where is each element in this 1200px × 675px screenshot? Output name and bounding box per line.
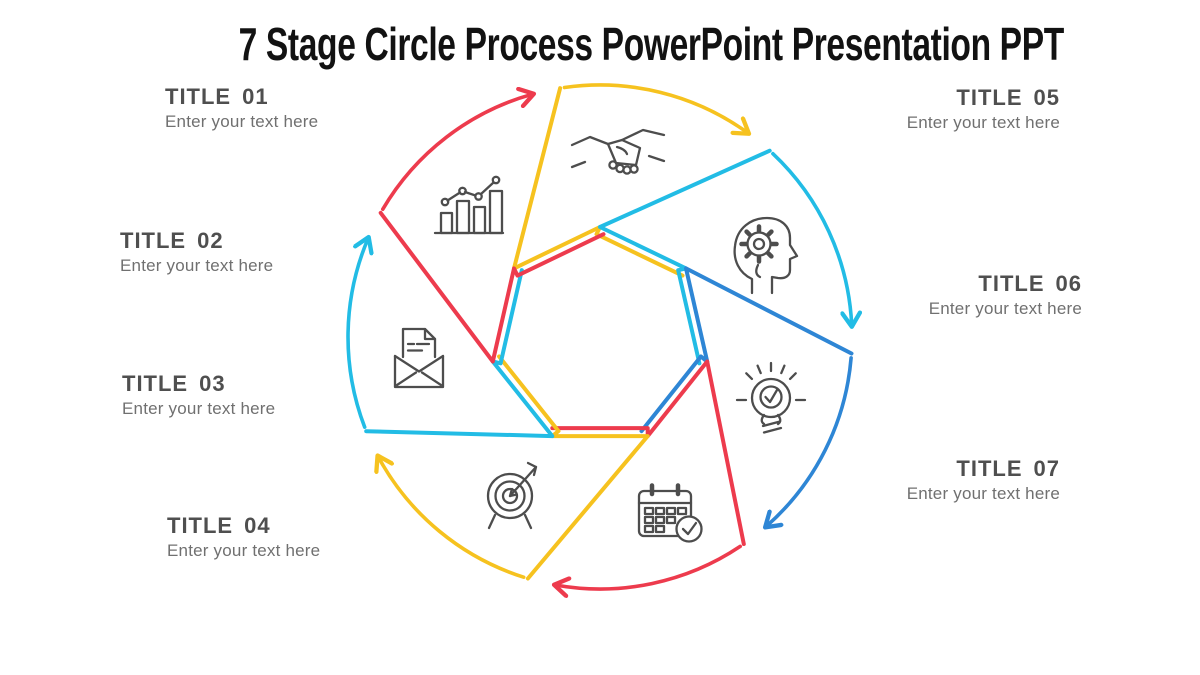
lightbulb-check-icon [735, 361, 807, 434]
arrow-bottom [556, 544, 742, 589]
handshake-icon [570, 128, 666, 175]
stage-placeholder: Enter your text here [906, 484, 1060, 504]
target-arrow-icon [486, 461, 538, 530]
calendar-check-icon [637, 483, 703, 543]
page-title-text: 7 Stage Circle Process PowerPoint Presen… [238, 18, 1065, 70]
stage-placeholder: Enter your text here [167, 541, 321, 561]
stage-placeholder: Enter your text here [906, 113, 1060, 133]
blade-envelope [364, 268, 555, 439]
page-title: 7 Stage Circle Process PowerPoint Presen… [86, 17, 1200, 71]
arrow-left [346, 239, 368, 429]
bar-chart-icon [433, 175, 505, 235]
blade-handshake [512, 86, 685, 278]
arrow-upper-left [381, 94, 532, 211]
blade-barchart [378, 210, 606, 364]
envelope-letter-icon [393, 327, 445, 389]
stage-placeholder: Enter your text here [122, 399, 276, 419]
blade-head [598, 148, 772, 366]
stage-placeholder: Enter your text here [928, 299, 1082, 319]
arrow-lower-left [379, 457, 526, 579]
arrow-upper-right [771, 151, 852, 325]
stage-placeholder: Enter your text here [165, 112, 319, 132]
stage-placeholder: Enter your text here [120, 256, 274, 276]
arrow-lower-right [767, 356, 853, 526]
blade-target [497, 354, 650, 581]
arrow-top [562, 83, 748, 133]
head-gear-icon [733, 216, 799, 295]
